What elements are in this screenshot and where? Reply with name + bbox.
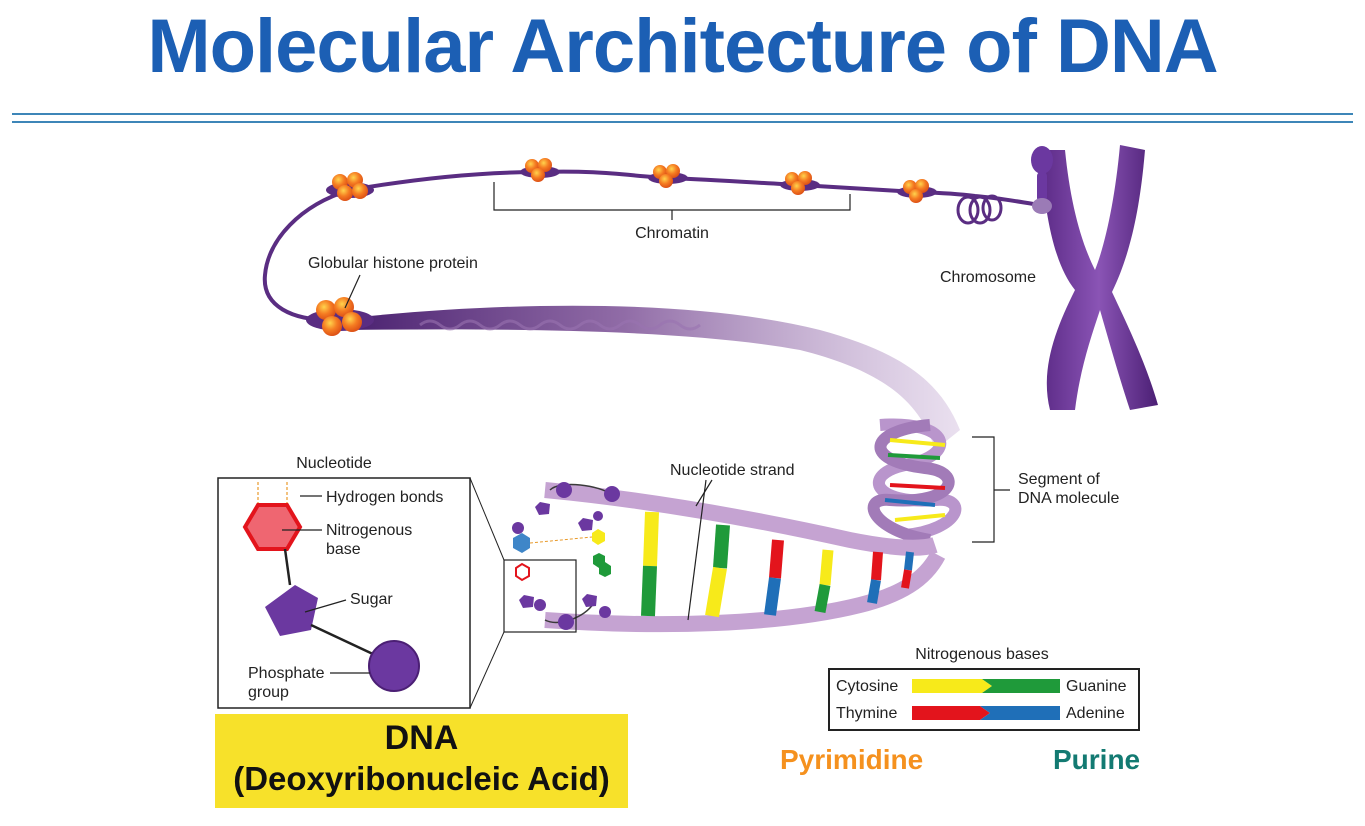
adenine-bar [980,706,1060,720]
dna-abbreviation: DNA [384,719,459,757]
band-wave [419,319,701,331]
nucleotide-label: Nucleotide [296,455,372,472]
histone-leader [344,274,361,309]
page-title: Molecular Architecture of DNA [147,4,1218,89]
zoom-line-bottom [469,631,505,709]
segment-label-line1: Segment of [1018,471,1100,488]
purine-label: Purine [1053,744,1141,775]
histone-protein [897,179,937,203]
segment-label-line2: DNA molecule [1018,490,1119,507]
strand-leader-2 [695,479,713,507]
guanine-bar [982,679,1060,693]
zoom-selection [503,559,577,633]
title-divider-bottom [12,121,1353,123]
chromatin-label: Chromatin [635,225,709,242]
title-divider-top [12,113,1353,115]
nucleotide-structure [242,482,420,692]
legend-cytosine: Cytosine [836,678,898,695]
dna-name-box: DNA (Deoxyribonucleic Acid) [215,714,628,808]
nucleotide-chain [512,482,620,630]
sugar-leader [304,599,347,613]
zoom-line-top [469,477,505,561]
legend-pair-thymine-adenine: Thymine Adenine [836,705,1125,722]
sugar-label: Sugar [350,591,393,608]
dna-helix-segment [867,418,962,546]
segment-bracket [972,436,1010,543]
legend-thymine: Thymine [836,705,897,722]
nitrogenous-base-label-line1: Nitrogenous [326,522,412,539]
chromatin-bracket [493,182,851,220]
legend-pair-cytosine-guanine: Cytosine Guanine [836,678,1127,695]
dna-ladder [544,482,946,633]
legend-adenine: Adenine [1066,705,1125,722]
strand-leader-1 [687,479,707,621]
dna-full-name: (Deoxyribonucleic Acid) [233,760,610,797]
histone-protein [520,158,560,182]
dna-expansion-band [350,305,960,450]
chromosome [1031,145,1158,410]
histone-protein [326,172,374,201]
legend-title: Nitrogenous bases [915,646,1048,663]
histone-label: Globular histone protein [308,255,478,272]
chromatin-coil [956,194,1003,225]
phosphate-label-line2: group [248,684,289,701]
histone-protein [780,171,820,195]
cytosine-bar [912,679,992,693]
thymine-bar [912,706,990,720]
chromatin-loop [262,188,351,323]
nitrogenous-base-label-line2: base [326,541,361,558]
nucleotide-strand-label: Nucleotide strand [670,462,795,479]
pyrimidine-label: Pyrimidine [780,744,924,775]
hydrogen-bonds-label: Hydrogen bonds [326,489,443,506]
phosphate-label-line1: Phosphate [248,665,325,682]
histone-protein-large [306,297,374,336]
legend-guanine: Guanine [1066,678,1127,695]
chromosome-label: Chromosome [940,269,1036,286]
histone-protein [648,164,688,188]
chromatin-fiber [349,169,1041,207]
